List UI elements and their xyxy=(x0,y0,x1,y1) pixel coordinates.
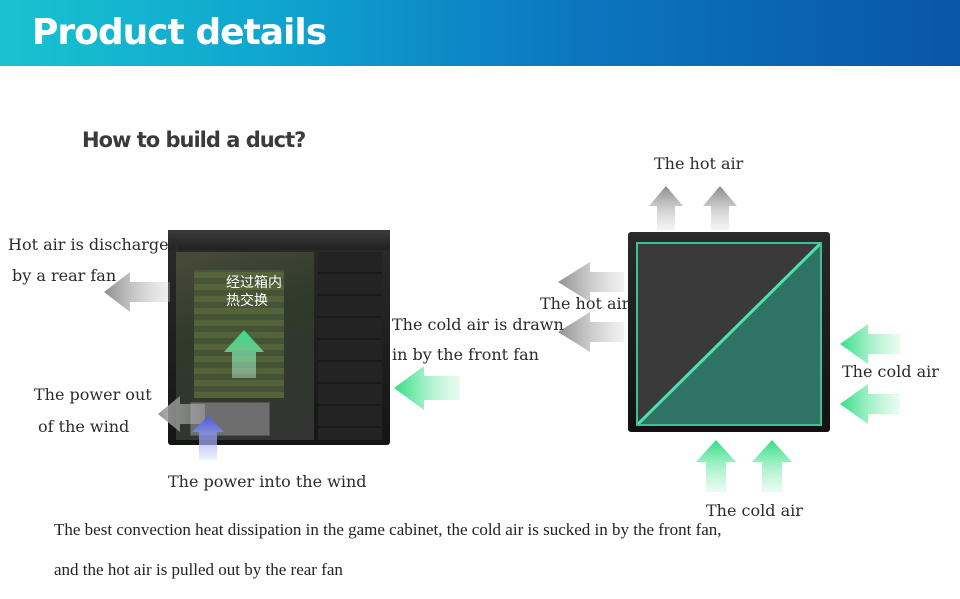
cold-air-right-arrow-1-icon xyxy=(840,324,900,364)
left-pc-case-image: 经过箱内 热交换 xyxy=(168,230,390,445)
power-supply xyxy=(190,402,270,436)
case-front-bays xyxy=(318,252,382,440)
case-side-window xyxy=(636,242,822,426)
hot-air-top-label: The hot air xyxy=(654,154,744,173)
case-overlay-text: 经过箱内 热交换 xyxy=(226,275,282,309)
case-top-panel xyxy=(168,230,390,250)
hot-air-up-arrow-1-icon xyxy=(649,186,683,230)
hot-air-up-arrow-2-icon xyxy=(703,186,737,230)
cold-air-bottom-label: The cold air xyxy=(706,501,803,520)
hot-air-left-label: The hot air xyxy=(540,294,630,313)
green-glass-panel xyxy=(636,242,822,426)
power-out-label-line1: The power out xyxy=(34,385,152,404)
front-fan-label-line2: in by the front fan xyxy=(392,345,539,364)
cold-air-right-label: The cold air xyxy=(842,362,939,381)
description-line2: and the hot air is pulled out by the rea… xyxy=(54,560,343,579)
description-line1: The best convection heat dissipation in … xyxy=(54,520,722,539)
front-fan-label-line1: The cold air is drawn xyxy=(392,315,564,334)
cold-air-right-arrow-2-icon xyxy=(840,384,900,424)
page-title: Product details xyxy=(32,12,327,53)
header-banner: Product details xyxy=(0,0,960,66)
rear-fan-label-line2: by a rear fan xyxy=(12,266,117,285)
cold-air-bottom-arrow-1-icon xyxy=(696,440,736,492)
rear-fan-label-line1: Hot air is discharged xyxy=(8,235,179,254)
cold-air-bottom-arrow-2-icon xyxy=(752,440,792,492)
power-in-label: The power into the wind xyxy=(168,472,367,491)
right-pc-case-image xyxy=(628,232,830,432)
front-fan-intake-arrow-icon xyxy=(394,366,460,410)
section-subtitle: How to build a duct? xyxy=(82,128,306,152)
hot-air-left-arrow-2-icon xyxy=(558,312,624,352)
power-out-label-line2: of the wind xyxy=(38,417,130,436)
